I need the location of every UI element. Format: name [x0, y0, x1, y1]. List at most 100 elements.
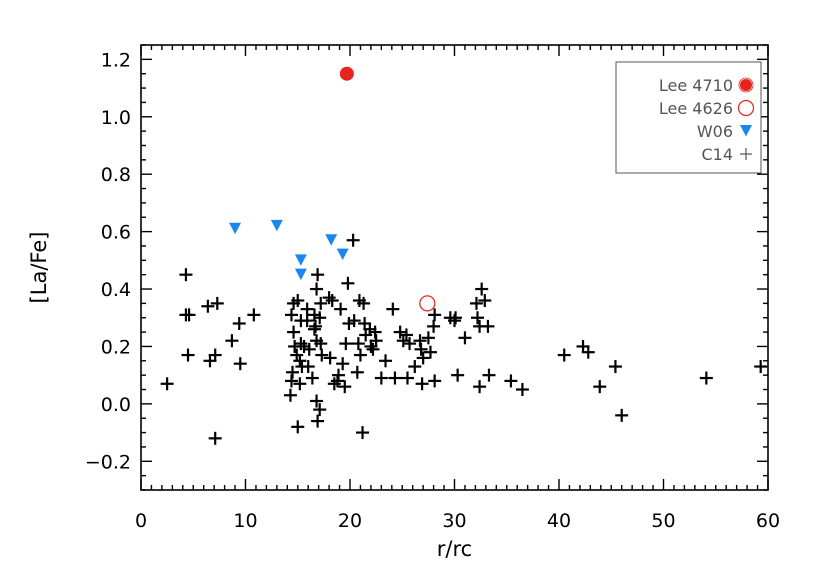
point-lee-4626	[419, 295, 436, 312]
point-c14	[313, 403, 327, 417]
data-markers	[160, 66, 768, 445]
point-c14	[396, 334, 410, 348]
point-c14	[350, 365, 364, 379]
point-c14	[475, 282, 489, 296]
point-c14	[357, 296, 371, 310]
y-tick-label: 0.8	[101, 164, 131, 186]
legend-label: Lee 4710	[659, 76, 733, 95]
point-c14	[339, 337, 353, 351]
point-c14	[300, 302, 314, 316]
point-c14	[300, 314, 314, 328]
point-c14	[393, 325, 407, 339]
point-c14	[293, 354, 307, 368]
point-w06	[294, 254, 307, 266]
point-c14	[399, 328, 413, 342]
point-c14	[311, 414, 325, 428]
legend-ring	[738, 77, 754, 93]
legend-label: Lee 4626	[659, 99, 733, 118]
point-c14	[182, 308, 196, 322]
point-c14	[160, 377, 174, 391]
y-tick-label: 1.0	[101, 107, 131, 129]
point-c14	[302, 342, 316, 356]
point-c14	[366, 342, 380, 356]
point-w06	[336, 248, 349, 260]
point-c14	[311, 268, 325, 282]
point-c14	[210, 296, 224, 310]
point-c14	[458, 331, 472, 345]
point-lee-4710	[339, 66, 354, 81]
point-c14	[291, 420, 305, 434]
point-c14	[699, 371, 713, 385]
point-c14	[310, 394, 324, 408]
point-c14	[593, 380, 607, 394]
legend-box	[615, 61, 762, 174]
legend-marker	[740, 148, 752, 160]
point-c14	[557, 348, 571, 362]
point-c14	[504, 374, 518, 388]
point-c14	[284, 308, 298, 322]
legend-label: C14	[701, 145, 733, 164]
x-tick-label: 40	[547, 510, 571, 532]
point-c14	[581, 345, 595, 359]
point-c14	[615, 408, 629, 422]
point-c14	[608, 360, 622, 374]
point-c14	[356, 426, 370, 440]
point-c14	[346, 233, 360, 247]
point-c14	[293, 377, 307, 391]
point-c14	[481, 319, 495, 333]
point-c14	[332, 368, 346, 382]
point-c14	[314, 296, 328, 310]
point-c14	[416, 351, 430, 365]
x-tick-label: 10	[233, 510, 257, 532]
point-c14	[325, 294, 339, 308]
point-c14	[294, 337, 308, 351]
legend-marker	[737, 99, 755, 117]
y-axis-title: [La/Fe]	[27, 232, 51, 304]
point-c14	[478, 294, 492, 308]
point-c14	[208, 348, 222, 362]
point-c14	[305, 371, 319, 385]
point-c14	[283, 388, 297, 402]
point-c14	[423, 345, 437, 359]
point-c14	[334, 302, 348, 316]
x-tick-label: 0	[135, 510, 147, 532]
y-tick-label: 1.2	[101, 49, 131, 71]
point-c14	[469, 296, 483, 310]
point-c14	[208, 431, 222, 445]
point-c14	[386, 302, 400, 316]
point-w06	[270, 219, 283, 232]
point-c14	[322, 291, 336, 305]
point-c14	[232, 316, 246, 330]
legend-label: W06	[697, 122, 733, 141]
y-tick-label: −0.2	[85, 451, 131, 473]
point-w06	[325, 234, 338, 246]
point-c14	[287, 325, 301, 339]
x-axis-title: r/rc	[437, 537, 472, 561]
point-c14	[400, 371, 414, 385]
point-c14	[327, 377, 341, 391]
point-c14	[449, 311, 463, 325]
point-c14	[284, 374, 298, 388]
point-c14	[313, 311, 327, 325]
x-tick-label: 50	[651, 510, 675, 532]
point-c14	[301, 360, 315, 374]
x-tick-label: 20	[338, 510, 362, 532]
y-tick-label: 0.2	[101, 336, 131, 358]
legend-dot	[740, 79, 752, 91]
point-c14	[414, 342, 428, 356]
point-c14	[323, 351, 337, 365]
point-c14	[421, 331, 435, 345]
point-c14	[754, 360, 768, 374]
legend-marker	[738, 77, 754, 93]
point-c14	[247, 308, 261, 322]
point-c14	[482, 368, 496, 382]
plot-frame	[140, 44, 769, 491]
point-c14	[428, 374, 442, 388]
point-c14	[291, 294, 305, 308]
x-tick-label: 60	[756, 510, 780, 532]
point-c14	[353, 348, 367, 362]
point-c14	[347, 314, 361, 328]
y-tick-label: 0.4	[101, 279, 131, 301]
point-c14	[428, 308, 442, 322]
point-c14	[310, 282, 324, 296]
